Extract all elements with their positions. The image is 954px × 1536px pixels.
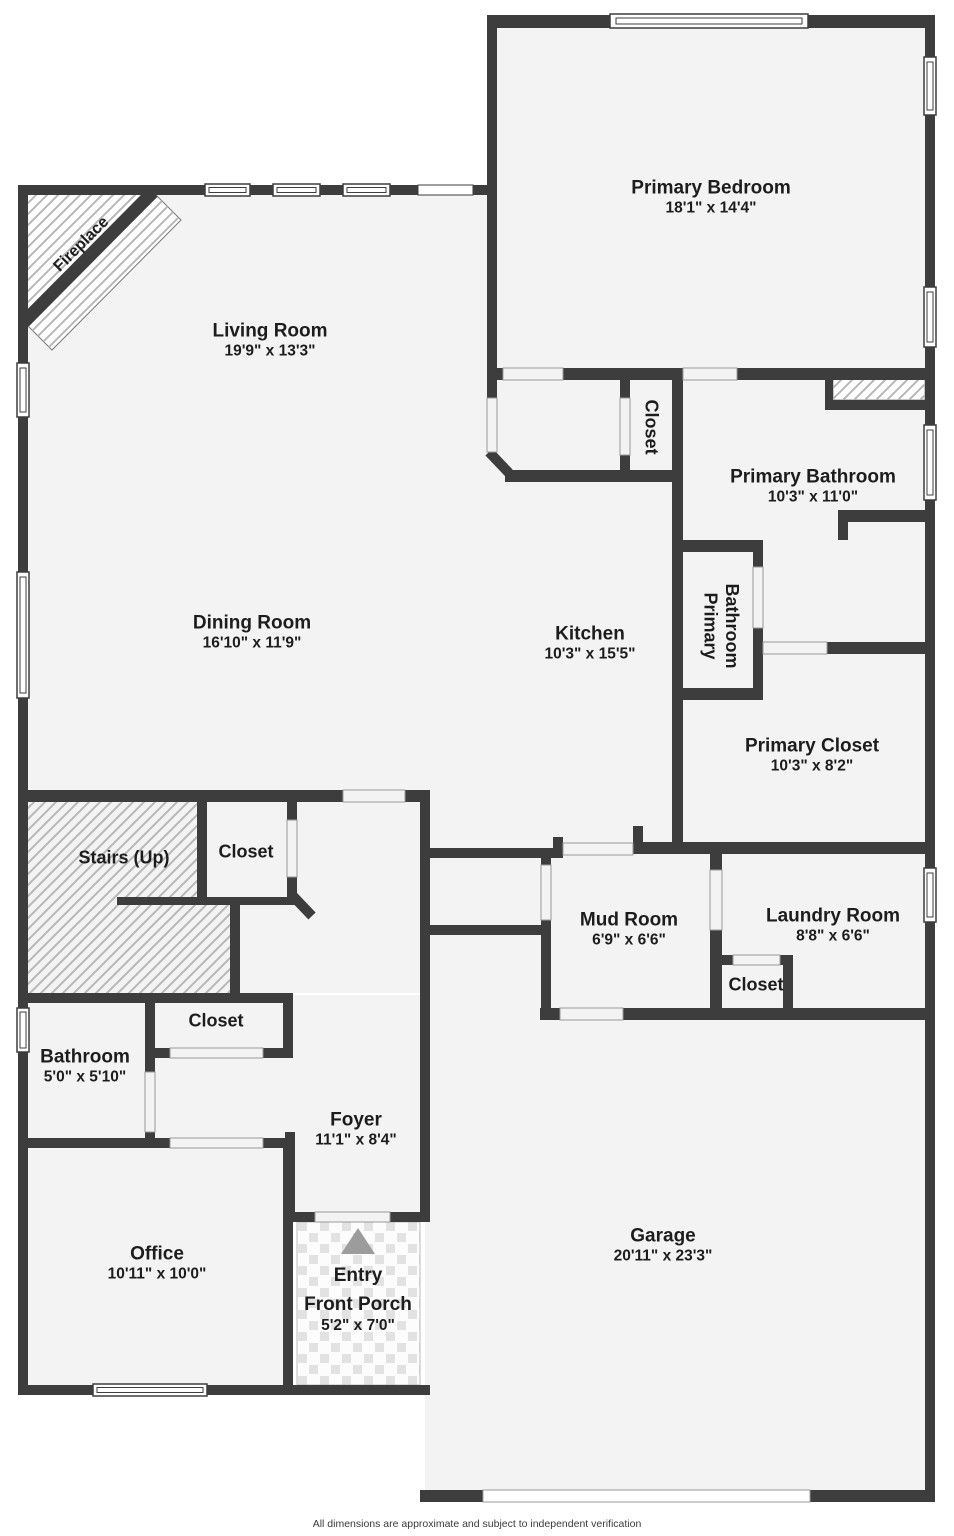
fireplace-structure: [19, 187, 182, 351]
room-name: Kitchen: [555, 623, 625, 645]
room-label-entry-front-porch: Entry Front Porch 5'2" x 7'0": [304, 1265, 412, 1335]
room-name: Living Room: [212, 320, 328, 342]
stairs-label: Stairs (Up): [78, 847, 170, 868]
room-name: Dining Room: [192, 612, 312, 634]
room-label-primary-closet: Primary Closet 10'3" x 8'2": [745, 736, 879, 777]
closet-label-laundry: Closet: [728, 974, 784, 995]
room-dims: 10'3" x 15'5": [544, 646, 636, 664]
room-label-dining-room: Dining Room 16'10" x 11'9": [193, 613, 311, 654]
room-name: Bathroom: [40, 1046, 130, 1068]
primary-bathroom-wc-label: Primary Bathroom: [700, 583, 743, 669]
room-dims: 10'11" x 10'0": [107, 1266, 207, 1284]
room-dims: 11'1" x 8'4": [315, 1132, 397, 1150]
room-label-office: Office 10'11" x 10'0": [108, 1244, 207, 1285]
room-name-2: Front Porch: [304, 1294, 412, 1316]
room-dims: 10'3" x 11'0": [767, 489, 859, 507]
room-name: Primary Bathroom: [730, 466, 896, 488]
room-dims: 8'8" x 6'6": [796, 928, 870, 946]
room-label-laundry-room: Laundry Room 8'8" x 6'6": [766, 906, 900, 947]
door-leaves: [288, 448, 513, 920]
room-label-primary-bedroom: Primary Bedroom 18'1" x 14'4": [631, 178, 790, 219]
room-name: Office: [130, 1243, 184, 1265]
closet-label-kitchen-vertical: Closet: [641, 399, 662, 455]
room-dims: 5'0" x 5'10": [43, 1069, 127, 1087]
room-name: Foyer: [330, 1109, 382, 1131]
room-dims: 18'1" x 14'4": [665, 200, 757, 218]
room-dims: 6'9" x 6'6": [592, 932, 666, 950]
garage-door-opening: [482, 1489, 811, 1503]
floor-fills: [23, 20, 932, 1496]
room-name: Primary Bedroom: [631, 177, 791, 199]
room-label-kitchen: Kitchen 10'3" x 15'5": [544, 624, 635, 665]
room-name: Primary Closet: [744, 735, 880, 757]
room-name: Entry: [333, 1264, 383, 1286]
room-label-living-room: Living Room 19'9" x 13'3": [212, 321, 327, 362]
disclaimer-text: All dimensions are approximate and subje…: [312, 1518, 642, 1530]
walls-layer: [18, 15, 935, 1502]
closet-label-stairs: Closet: [218, 841, 274, 862]
room-dims: 5'2" x 7'0": [321, 1316, 395, 1334]
room-label-bathroom: Bathroom 5'0" x 5'10": [40, 1047, 130, 1088]
room-dims: 19'9" x 13'3": [224, 343, 316, 361]
stairs-hatch: [25, 800, 230, 993]
room-label-foyer: Foyer 11'1" x 8'4": [315, 1110, 397, 1151]
room-label-mud-room: Mud Room 6'9" x 6'6": [580, 910, 678, 951]
door-openings: [144, 367, 828, 1223]
room-name: Mud Room: [579, 909, 679, 931]
closet-label-bathroom: Closet: [188, 1010, 244, 1031]
room-label-primary-bathroom: Primary Bathroom 10'3" x 11'0": [730, 467, 896, 508]
room-dims: 10'3" x 8'2": [770, 758, 854, 776]
room-name: Laundry Room: [765, 905, 901, 927]
room-dims: 20'11" x 23'3": [613, 1248, 713, 1266]
window-sashes: [19, 17, 934, 1393]
entry-arrow-icon: [341, 1228, 375, 1254]
room-dims: 16'10" x 11'9": [202, 635, 302, 653]
room-name: Garage: [630, 1225, 696, 1247]
living-top-opening: [417, 184, 474, 196]
room-label-garage: Garage 20'11" x 23'3": [614, 1226, 713, 1267]
